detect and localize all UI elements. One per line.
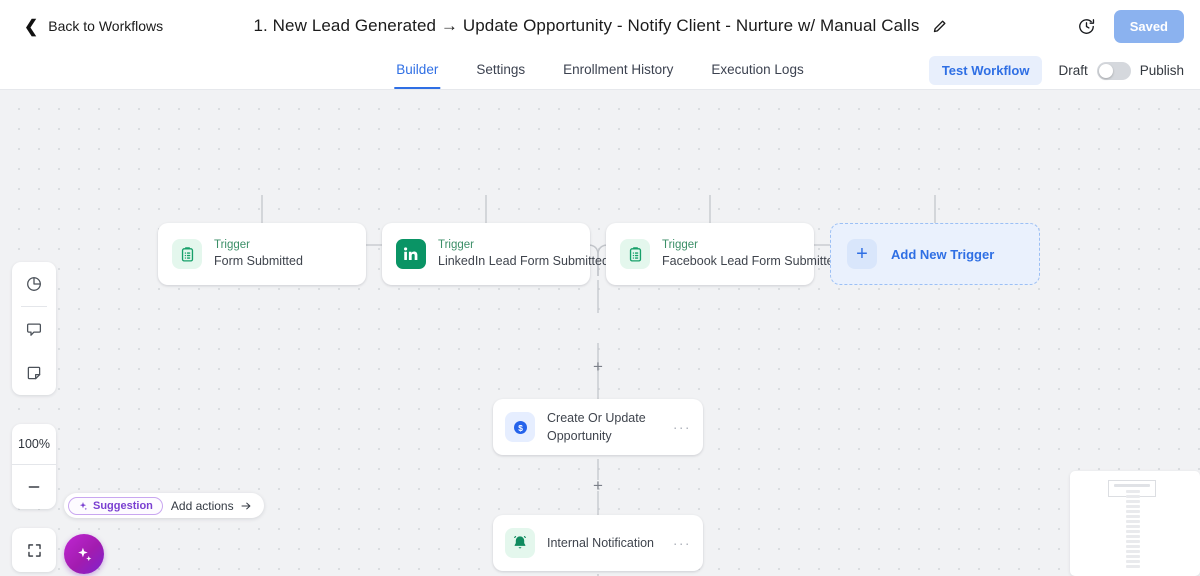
bell-icon [505,528,535,558]
clock-history-icon[interactable] [1077,17,1096,36]
minimap-bar [1126,500,1140,503]
tab-execution-logs[interactable]: Execution Logs [709,52,805,89]
trigger-card-form-submitted[interactable]: Trigger Form Submitted [158,223,366,285]
action-card-create-or-update-opportunity[interactable]: $ Create Or Update Opportunity ··· [493,399,703,456]
sparkle-icon [79,501,88,510]
pie-chart-icon[interactable] [12,262,56,306]
minimap-bar [1126,565,1140,568]
fullscreen-icon[interactable] [12,528,56,572]
tab-list: Builder Settings Enrollment History Exec… [394,52,805,89]
minimap-bar [1126,515,1140,518]
minimap-bar [1126,560,1140,563]
divider [21,306,47,307]
tab-enrollment-history[interactable]: Enrollment History [561,52,675,89]
chevron-left-icon: ❮ [24,16,39,36]
minimap-bar [1126,505,1140,508]
tab-settings-label: Settings [476,62,526,77]
minimap-bar [1126,510,1140,513]
suggestion-pill[interactable]: Suggestion [68,496,163,515]
ai-assistant-button[interactable] [64,534,104,574]
suggestion-bar: Suggestion Add actions [64,493,264,518]
trigger-kind-label: Trigger [438,238,474,251]
trigger-name-label: Facebook Lead Form Submitted [662,254,841,269]
minimap-bar [1126,520,1140,523]
trigger-card-linkedin-lead-form[interactable]: Trigger LinkedIn Lead Form Submitted [382,223,609,285]
node-menu-icon[interactable]: ··· [672,535,691,551]
tab-builder-label: Builder [396,62,439,77]
tab-settings[interactable]: Settings [474,52,527,89]
minus-icon[interactable] [12,465,56,509]
tab-execution-logs-label: Execution Logs [711,62,804,77]
minimap-bar [1126,545,1140,548]
add-step-button-2[interactable]: + [593,475,603,495]
arrow-right-icon [241,502,251,509]
save-button[interactable]: Saved [1113,9,1184,43]
tab-builder[interactable]: Builder [394,52,441,89]
draft-label: Draft [1058,63,1088,78]
add-new-trigger-button[interactable]: + Add New Trigger [830,223,1040,285]
zoom-level-label[interactable]: 100% [18,437,50,451]
trigger-name-label: Form Submitted [214,254,303,269]
tab-enrollment-history-label: Enrollment History [563,62,674,77]
minimap-bar [1126,530,1140,533]
clipboard-icon [620,239,650,269]
svg-text:$: $ [518,422,523,432]
minimap-bar [1126,540,1140,543]
trigger-text: Trigger LinkedIn Lead Form Submitted [438,238,609,270]
add-new-trigger-label: Add New Trigger [891,246,995,262]
zoom-control-group: 100% [12,424,56,509]
test-workflow-button[interactable]: Test Workflow [928,56,1043,85]
publish-toggle[interactable] [1096,61,1131,80]
node-menu-icon[interactable]: ··· [672,419,691,436]
top-bar: ❮ Back to Workflows 1. New Lead Generate… [0,0,1200,52]
back-to-workflows-label: Back to Workflows [48,18,164,34]
sparkle-icon [77,547,91,561]
tab-bar-actions: Test Workflow Draft Publish [928,52,1184,89]
action-card-internal-notification[interactable]: Internal Notification ··· [493,515,703,571]
add-actions-button[interactable]: Add actions [171,499,254,513]
minimap-bar [1126,550,1140,553]
pencil-icon[interactable] [932,19,947,34]
action-label: Create Or Update Opportunity [547,411,646,444]
fit-view-group [12,528,56,572]
workflow-canvas[interactable]: Trigger Form Submitted Trigger LinkedIn … [0,90,1200,576]
minimap-bar [1126,525,1140,528]
trigger-text: Trigger Form Submitted [214,238,303,270]
trigger-card-facebook-lead-form[interactable]: Trigger Facebook Lead Form Submitted [606,223,841,285]
plus-icon: + [847,239,877,269]
comment-icon[interactable] [12,307,56,351]
minimap-bar [1126,555,1140,558]
linkedin-icon [396,239,426,269]
minimap-bar [1126,490,1140,493]
publish-label: Publish [1139,63,1184,78]
note-icon[interactable] [12,351,56,395]
trigger-kind-label: Trigger [214,238,250,251]
workflow-title: 1. New Lead Generated → Update Opportuni… [253,16,920,35]
suggestion-pill-label: Suggestion [93,499,153,512]
dollar-circle-icon: $ [505,412,535,443]
trigger-name-label: LinkedIn Lead Form Submitted [438,254,609,269]
minimap-bar [1126,535,1140,538]
clipboard-icon [172,239,202,269]
minimap-bar [1114,484,1150,487]
trigger-text: Trigger Facebook Lead Form Submitted [662,238,841,270]
add-step-button-1[interactable]: + [593,356,603,376]
workflow-title-group: 1. New Lead Generated → Update Opportuni… [0,16,1200,36]
add-actions-label: Add actions [170,498,234,513]
canvas-tool-group [12,262,56,395]
minimap-bar [1126,495,1140,498]
publish-toggle-group: Draft Publish [1058,61,1184,80]
minimap[interactable] [1070,471,1200,576]
tab-bar: Builder Settings Enrollment History Exec… [0,52,1200,90]
action-label: Internal Notification [547,535,655,550]
divider [12,464,56,465]
top-bar-actions: Saved [1077,9,1184,43]
toggle-knob [1098,63,1113,78]
trigger-kind-label: Trigger [662,238,698,251]
back-to-workflows-button[interactable]: ❮ Back to Workflows [16,14,171,39]
